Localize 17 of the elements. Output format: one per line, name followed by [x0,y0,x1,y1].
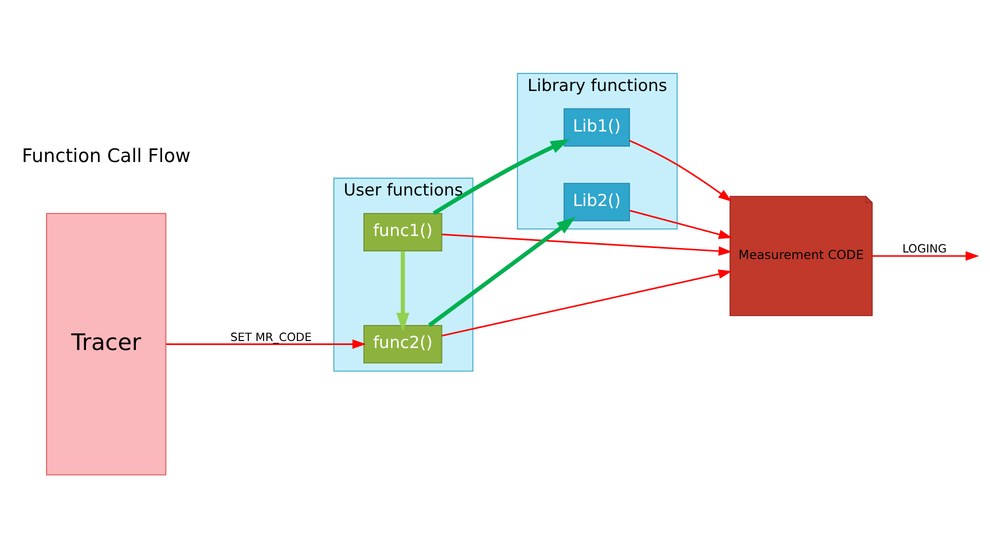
label: Function Call Flow [22,146,191,168]
arrow [396,251,410,332]
arrow [442,269,732,336]
node-box: func1() [363,212,442,252]
arrow [872,251,980,261]
edge-label: SET MR_CODE [230,330,312,344]
node-box: Lib2() [564,182,630,222]
edge-label: LOGING [902,242,947,256]
arrow [432,139,570,216]
arrow [630,210,732,240]
node-box: func2() [363,324,442,364]
arrow [428,217,576,327]
arrow [629,140,732,202]
node-box: Tracer [46,212,166,476]
node-box: Lib1() [564,108,630,147]
arrow [442,234,732,256]
arrow [166,339,366,349]
